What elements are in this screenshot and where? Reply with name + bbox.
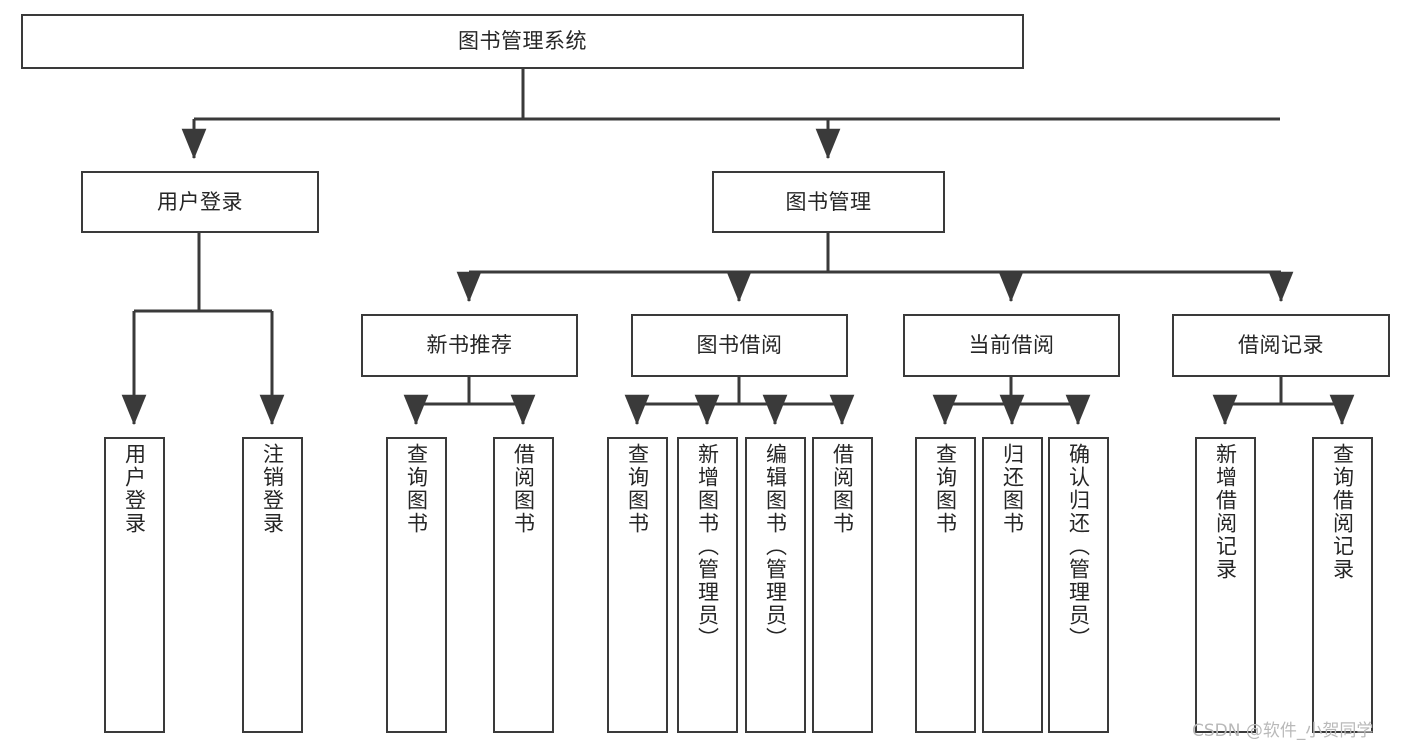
node-label: 归还图书	[1000, 443, 1025, 535]
node-label: 查询借阅记录	[1330, 443, 1355, 581]
node-leaf-logout-login[interactable]: 注销登录	[242, 437, 303, 733]
node-current-borrow[interactable]: 当前借阅	[903, 314, 1120, 377]
node-leaf-query-book-1[interactable]: 查询图书	[386, 437, 447, 733]
node-book-borrow[interactable]: 图书借阅	[631, 314, 848, 377]
node-leaf-borrow-book-1[interactable]: 借阅图书	[493, 437, 554, 733]
node-label: 查询图书	[404, 443, 429, 535]
node-label: 当前借阅	[968, 333, 1055, 358]
node-leaf-add-book[interactable]: 新增图书（管理员）	[677, 437, 738, 733]
node-label: 借阅记录	[1238, 333, 1324, 358]
node-label: 借阅图书	[511, 443, 536, 535]
node-root-system[interactable]: 图书管理系统	[21, 14, 1024, 69]
node-leaf-add-record[interactable]: 新增借阅记录	[1195, 437, 1256, 733]
node-label: 确认归还（管理员）	[1066, 443, 1091, 650]
node-leaf-edit-book[interactable]: 编辑图书（管理员）	[745, 437, 806, 733]
node-label: 查询图书	[625, 443, 650, 535]
node-label: 图书借阅	[696, 333, 783, 358]
csdn-watermark: CSDN @软件_小贺同学	[1192, 721, 1374, 741]
node-leaf-confirm-return[interactable]: 确认归还（管理员）	[1048, 437, 1109, 733]
node-user-login[interactable]: 用户登录	[81, 171, 319, 233]
node-label: 图书管理	[785, 189, 872, 214]
node-leaf-return-book[interactable]: 归还图书	[982, 437, 1043, 733]
node-new-book-recommend[interactable]: 新书推荐	[361, 314, 578, 377]
node-label: 新增借阅记录	[1213, 443, 1238, 581]
node-leaf-user-login[interactable]: 用户登录	[104, 437, 165, 733]
node-label: 注销登录	[260, 443, 285, 535]
node-leaf-query-record[interactable]: 查询借阅记录	[1312, 437, 1373, 733]
node-label: 图书管理系统	[458, 29, 587, 54]
node-leaf-query-book-3[interactable]: 查询图书	[915, 437, 976, 733]
node-label: 查询图书	[933, 443, 958, 535]
node-book-manage[interactable]: 图书管理	[712, 171, 945, 233]
node-leaf-query-book-2[interactable]: 查询图书	[607, 437, 668, 733]
node-leaf-borrow-book-2[interactable]: 借阅图书	[812, 437, 873, 733]
node-label: 用户登录	[122, 443, 147, 535]
node-label: 新书推荐	[426, 333, 513, 358]
node-label: 用户登录	[157, 189, 243, 214]
node-borrow-record[interactable]: 借阅记录	[1172, 314, 1390, 377]
node-label: 编辑图书（管理员）	[763, 443, 788, 650]
node-label: 借阅图书	[830, 443, 855, 535]
node-label: 新增图书（管理员）	[695, 443, 720, 650]
